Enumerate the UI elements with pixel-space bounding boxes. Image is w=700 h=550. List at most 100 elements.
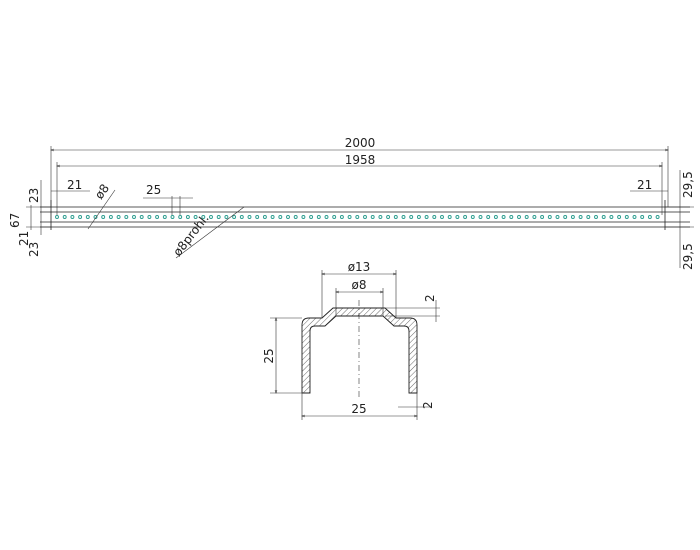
hole — [578, 215, 583, 219]
hole — [401, 215, 406, 219]
hole — [517, 215, 521, 219]
hole — [70, 215, 75, 219]
hole — [532, 215, 537, 219]
hole — [555, 215, 560, 219]
hole — [632, 215, 637, 219]
hole — [447, 215, 452, 219]
hole — [501, 215, 506, 219]
hole — [301, 215, 306, 219]
hole — [216, 215, 221, 219]
section-view: ø13 ø8 2 25 25 2 — [262, 260, 440, 420]
hole — [201, 215, 206, 219]
hole — [55, 215, 59, 219]
hole — [147, 215, 152, 219]
dim-left-top: 23 — [27, 188, 41, 203]
dim-width: 25 — [351, 402, 366, 416]
dim-right-top: 29,5 — [681, 171, 695, 198]
hole — [601, 215, 606, 219]
hole — [132, 215, 136, 219]
hole — [293, 215, 298, 219]
dim-overall-length: 2000 — [345, 136, 376, 150]
hole — [232, 215, 237, 219]
dim-height: 25 — [262, 348, 276, 363]
hole — [355, 215, 360, 219]
hole — [324, 215, 329, 219]
hole — [209, 215, 213, 219]
dim-right-bottom: 29,5 — [681, 243, 695, 270]
dim-left-mid-b: 21 — [17, 231, 31, 246]
hole — [563, 215, 568, 219]
dim-inner-dia: ø8 — [352, 278, 367, 292]
hole — [286, 215, 290, 219]
hole — [432, 215, 437, 219]
hole — [624, 215, 629, 219]
hole — [178, 215, 183, 219]
dim-right-offset: 21 — [637, 178, 652, 192]
hole — [455, 215, 460, 219]
hole — [316, 215, 321, 219]
hole — [386, 215, 391, 219]
dim-left-mid-a: 67 — [8, 213, 22, 228]
hole — [586, 215, 591, 219]
hole — [185, 215, 190, 219]
hole — [547, 215, 552, 219]
dim-wall-bottom: 2 — [421, 401, 435, 409]
hole — [124, 215, 129, 219]
hole — [116, 215, 121, 219]
hole — [478, 215, 483, 219]
dim-hole-note: ø8prohl. — [170, 211, 211, 259]
hole — [609, 215, 614, 219]
hole — [647, 215, 652, 219]
hole — [155, 215, 160, 219]
hole — [339, 215, 344, 219]
leader-hole-dia — [87, 189, 116, 230]
hole — [540, 215, 545, 219]
dim-left-bottom: 23 — [27, 242, 41, 257]
top-view: 2000 1958 21 ø8 25 ø8prohl. 21 29,5 29,5 — [8, 136, 695, 270]
section-profile — [301, 307, 418, 394]
hole — [393, 215, 398, 219]
hole — [255, 215, 260, 219]
hole — [409, 215, 414, 219]
hole — [139, 215, 144, 219]
dim-hole-span: 1958 — [345, 153, 376, 167]
hole-row — [55, 215, 660, 219]
hole — [170, 215, 175, 219]
hole — [332, 215, 337, 219]
hole — [270, 215, 275, 219]
dim-outer-dia: ø13 — [348, 260, 371, 274]
hole — [247, 215, 252, 219]
hole — [85, 215, 90, 219]
hole — [493, 215, 498, 219]
hole — [162, 215, 167, 219]
hole — [101, 215, 106, 219]
hole — [363, 215, 367, 219]
hole — [239, 215, 244, 219]
hole — [486, 215, 491, 219]
hole — [416, 215, 421, 219]
hole — [193, 215, 198, 219]
hole — [347, 215, 352, 219]
hole — [470, 215, 475, 219]
hole — [570, 215, 575, 219]
dim-wall-top: 2 — [423, 294, 437, 302]
dim-left-offset: 21 — [67, 178, 82, 192]
hole — [378, 215, 383, 219]
hole — [509, 215, 514, 219]
hole — [640, 215, 645, 219]
hole — [278, 215, 283, 219]
hole — [524, 215, 529, 219]
dim-pitch: 25 — [146, 183, 161, 197]
hole — [78, 215, 83, 219]
hole — [62, 215, 67, 219]
hole — [655, 215, 660, 219]
leader-hole-note — [175, 206, 245, 259]
hole — [440, 215, 444, 219]
hole — [108, 215, 113, 219]
hole — [224, 215, 229, 219]
hole — [617, 215, 622, 219]
hole — [594, 215, 598, 219]
hole — [463, 215, 468, 219]
hole — [262, 215, 267, 219]
